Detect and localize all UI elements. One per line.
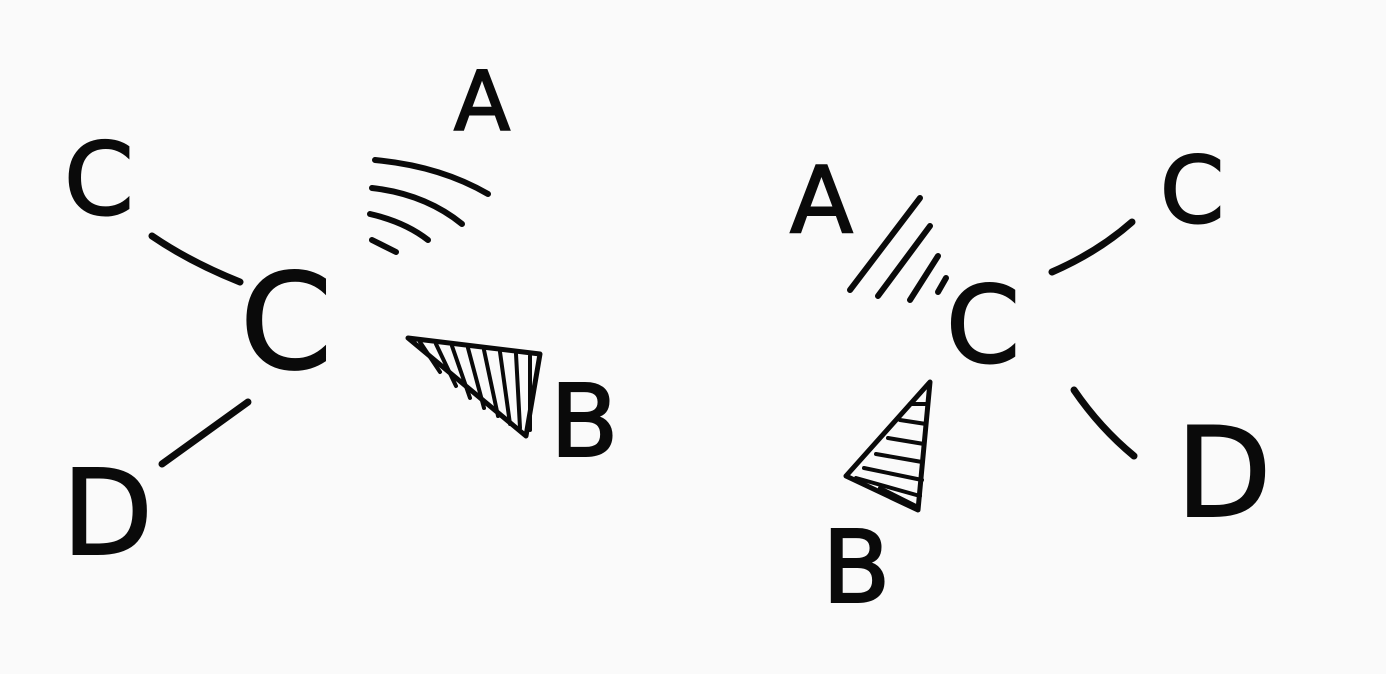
left-hash-line-1 <box>372 157 491 197</box>
left-wedge-fill-2 <box>434 342 458 388</box>
right-bond-to-c <box>1048 218 1136 276</box>
left-wedge-bond-to-b <box>405 335 543 439</box>
right-substituent-b-label: B <box>822 509 891 626</box>
left-wedge-fill-7 <box>514 352 522 430</box>
right-substituent-d-label: D <box>1176 402 1271 546</box>
molecule-right: C C D A B <box>789 136 1272 627</box>
right-hash-line-2 <box>875 223 933 299</box>
left-wedge-fill-5 <box>482 348 500 418</box>
right-wedge-fill-5 <box>862 466 924 482</box>
molecule-left: C C D A B <box>61 54 620 583</box>
right-wedge-fill-4 <box>874 452 924 464</box>
left-wedge-fill-3 <box>450 344 472 400</box>
right-center-atom-label: C <box>946 264 1020 387</box>
right-wedge-fill-2 <box>898 418 928 426</box>
right-wedge-fill-3 <box>886 436 926 446</box>
left-substituent-b-label: B <box>550 363 619 480</box>
right-hash-line-1 <box>847 195 923 293</box>
left-hash-line-2 <box>369 185 465 227</box>
right-wedge-fill-7 <box>878 486 918 508</box>
right-wedge-fill-6 <box>854 476 922 498</box>
left-hash-line-4 <box>369 237 399 255</box>
left-bond-to-d <box>158 398 252 468</box>
right-substituent-c-label: C <box>1160 137 1224 244</box>
right-hash-line-4 <box>935 275 949 295</box>
left-substituent-a-label: A <box>454 55 510 150</box>
left-bond-to-c <box>148 232 244 286</box>
left-substituent-d-label: D <box>62 444 153 582</box>
right-hash-line-3 <box>907 253 941 303</box>
left-hash-line-3 <box>367 211 431 243</box>
left-center-atom-label: C <box>240 246 332 400</box>
left-wedge-fill-6 <box>498 350 512 426</box>
right-hashed-bond-to-a <box>847 195 949 303</box>
right-bond-to-d <box>1070 386 1138 460</box>
left-wedge-fill-1 <box>418 340 442 374</box>
left-substituent-c-label: C <box>64 121 134 238</box>
right-wedge-bond-to-b <box>843 379 933 513</box>
left-wedge-fill-4 <box>466 346 486 410</box>
right-substituent-a-label: A <box>790 147 853 254</box>
left-hashed-bond-to-a <box>367 157 491 255</box>
